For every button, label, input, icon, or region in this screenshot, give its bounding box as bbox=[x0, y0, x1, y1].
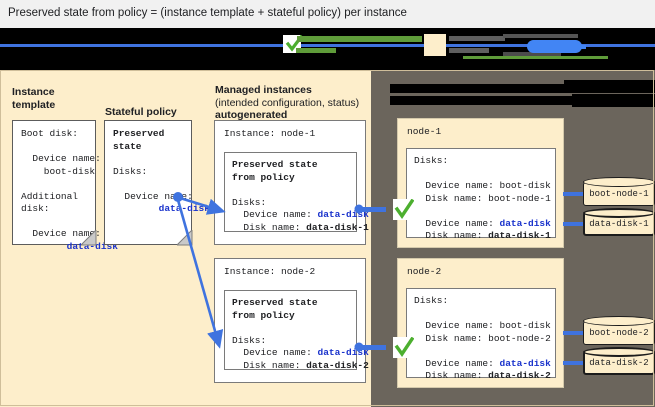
running-instances-heading-redaction-1b bbox=[564, 80, 655, 93]
rn1-data-diskname-value: data-disk-1 bbox=[488, 230, 551, 241]
rn1-disks-label: Disks: bbox=[414, 155, 449, 166]
rn1-data-diskname-label: Disk name: bbox=[414, 230, 489, 241]
connector-node-1-bridge bbox=[362, 207, 386, 212]
connector-boot-node-1 bbox=[563, 192, 583, 196]
heading-managed-instances: Managed instances (intended configuratio… bbox=[215, 84, 375, 122]
page-title: Preserved state from policy = (instance … bbox=[8, 7, 407, 19]
blue-oval-icon bbox=[527, 40, 582, 53]
mi2-inner-title: Preserved state from policy bbox=[232, 297, 318, 321]
green-check-icon bbox=[394, 199, 414, 220]
running-instances-heading-redaction-2b bbox=[572, 94, 655, 107]
rn1-boot-diskname-value: boot-node-1 bbox=[488, 192, 551, 204]
sp-title: Preserved state bbox=[113, 128, 165, 152]
mi1-inner-title: Preserved state from policy bbox=[232, 159, 318, 183]
sp-disks-label: Disks: bbox=[113, 165, 148, 177]
legend-redacted-bar-1 bbox=[297, 36, 422, 42]
heading-instance-template: Instance template bbox=[12, 86, 56, 111]
rn2-title: node-2 bbox=[407, 266, 442, 277]
rn2-data-device-value: data-disk bbox=[499, 357, 551, 369]
disk-volume-boot-node-2: boot-node-2 bbox=[583, 316, 655, 345]
stateful-policy-box: Preserved state Disks: Device name: data… bbox=[104, 120, 210, 245]
disk-label: data-disk-2 bbox=[589, 358, 649, 368]
rn2-data-diskname-label: Disk name: bbox=[414, 370, 489, 381]
green-check-icon bbox=[394, 337, 414, 358]
running-instances-heading-redaction-2 bbox=[390, 96, 648, 105]
disk-cap-icon bbox=[583, 208, 655, 218]
mi2-device-label: Device name: bbox=[232, 347, 318, 358]
disk-cap-icon bbox=[583, 316, 655, 326]
mi2-diskname-value: data-disk-2 bbox=[306, 359, 369, 371]
legend-redacted-bar-4 bbox=[449, 48, 489, 53]
running-instances-heading-redaction-1 bbox=[390, 84, 648, 93]
mi1-diskname-label: Disk name: bbox=[232, 221, 307, 233]
rn1-boot-device-label: Device name: bbox=[414, 180, 500, 191]
connector-boot-node-2 bbox=[563, 331, 583, 335]
rn2-data-device-label: Device name: bbox=[414, 357, 500, 369]
it-line-3: Additional disk: bbox=[21, 190, 79, 215]
running-node-1-disks: Disks: Device name: boot-disk Disk name:… bbox=[406, 148, 556, 241]
sp-device-name-label: Device name: bbox=[124, 190, 193, 202]
disk-label: boot-node-1 bbox=[589, 189, 649, 199]
legend-blue-line-icon bbox=[0, 44, 655, 47]
sp-data-disk-value: data-disk bbox=[135, 203, 210, 214]
mi1-diskname-value: data-disk-1 bbox=[306, 221, 369, 233]
mi1-title: Instance: node-1 bbox=[224, 128, 316, 139]
heading-managed-instances-line3: autogenerated bbox=[215, 109, 288, 121]
mi2-title: Instance: node-2 bbox=[224, 266, 316, 277]
mi1-disks-label: Disks: bbox=[232, 196, 267, 208]
legend-redacted-bar-7 bbox=[463, 56, 608, 59]
rn2-boot-device-value: boot-disk bbox=[499, 320, 551, 331]
rn2-disks-label: Disks: bbox=[414, 295, 449, 306]
running-node-2-disks: Disks: Device name: boot-disk Disk name:… bbox=[406, 288, 556, 381]
heading-managed-instances-line1: Managed instances bbox=[215, 84, 312, 96]
legend-redacted-bar-6 bbox=[503, 52, 561, 56]
rn2-data-diskname-value: data-disk-2 bbox=[488, 370, 551, 381]
mi2-disks-label: Disks: bbox=[232, 334, 267, 346]
it-line-2: Device name: boot-disk bbox=[32, 153, 101, 177]
connector-data-disk-1 bbox=[563, 222, 583, 226]
managed-instance-node-1-inner: Preserved state from policy Disks: Devic… bbox=[224, 152, 369, 233]
disk-volume-boot-node-1: boot-node-1 bbox=[583, 177, 655, 206]
rn1-title: node-1 bbox=[407, 126, 442, 137]
legend-redacted-bar-2 bbox=[296, 48, 336, 53]
rn1-boot-diskname-label: Disk name: bbox=[414, 192, 489, 204]
mi2-device-value: data-disk bbox=[317, 347, 369, 358]
cream-swatch-icon bbox=[424, 34, 446, 56]
rn1-data-device-value: data-disk bbox=[499, 217, 551, 229]
rn2-boot-diskname-value: boot-node-2 bbox=[488, 332, 551, 344]
disk-volume-data-disk-2: data-disk-2 bbox=[583, 347, 655, 375]
rn1-data-device-label: Device name: bbox=[414, 217, 500, 229]
mi2-diskname-label: Disk name: bbox=[232, 359, 307, 371]
disk-cap-icon bbox=[583, 347, 655, 357]
disk-label: data-disk-1 bbox=[589, 219, 649, 229]
rn2-boot-diskname-label: Disk name: bbox=[414, 332, 489, 344]
it-line-4: Device name: bbox=[32, 228, 101, 239]
mi1-device-value: data-disk bbox=[317, 209, 369, 220]
instance-template-box: Boot disk: Device name: boot-disk Additi… bbox=[12, 120, 118, 252]
disk-volume-data-disk-1: data-disk-1 bbox=[583, 208, 655, 236]
it-line-1: Boot disk: bbox=[21, 128, 79, 139]
heading-stateful-policy: Stateful policy bbox=[105, 106, 177, 118]
legend-redacted-bar-3 bbox=[449, 36, 505, 41]
managed-instance-node-2-inner: Preserved state from policy Disks: Devic… bbox=[224, 290, 369, 371]
it-data-disk-value: data-disk bbox=[43, 240, 118, 252]
disk-cap-icon bbox=[583, 177, 655, 187]
legend-blue-tail-icon bbox=[560, 45, 586, 49]
disk-label: boot-node-2 bbox=[589, 328, 649, 338]
mi1-device-label: Device name: bbox=[232, 209, 318, 220]
connector-data-disk-2 bbox=[563, 361, 583, 365]
legend-redacted-bar-5 bbox=[503, 34, 578, 38]
rn2-boot-device-label: Device name: bbox=[414, 320, 500, 331]
rn1-boot-device-value: boot-disk bbox=[499, 180, 551, 191]
connector-node-2-bridge bbox=[362, 345, 386, 350]
heading-managed-instances-line2: (intended configuration, status) bbox=[215, 96, 360, 109]
legend-band bbox=[0, 28, 655, 70]
